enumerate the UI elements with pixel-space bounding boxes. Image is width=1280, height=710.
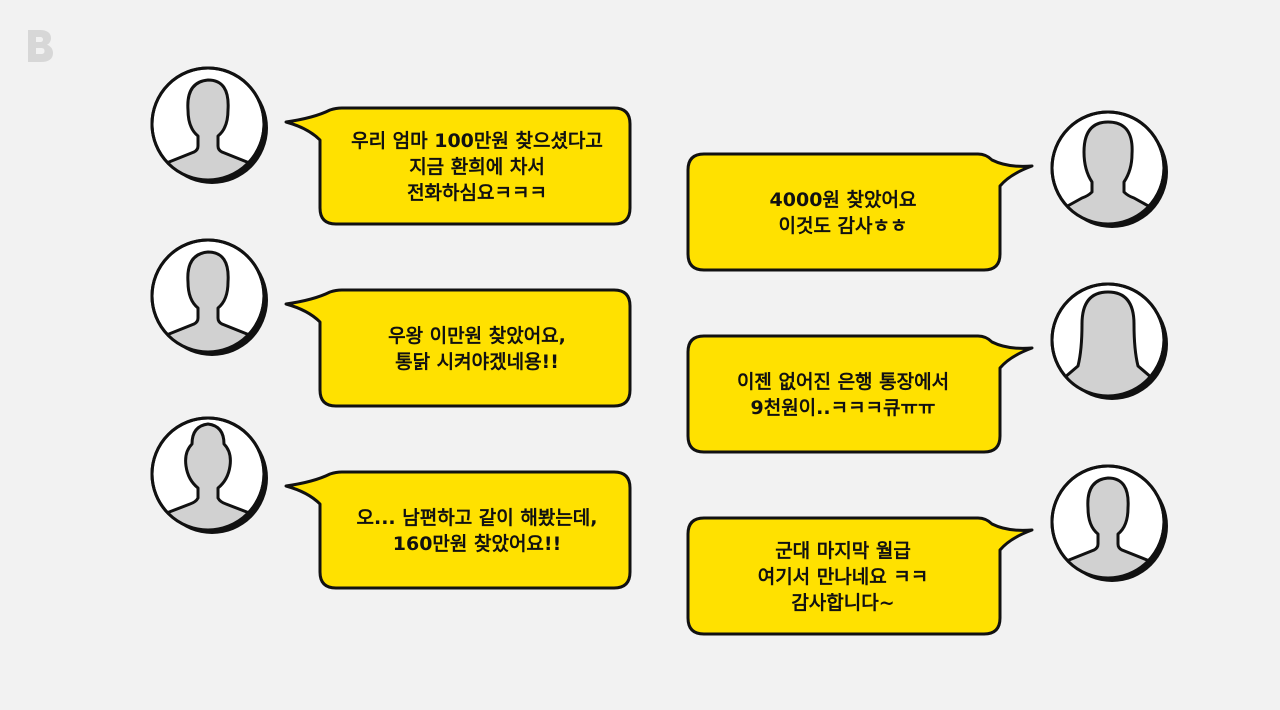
speech-bubble-shape	[284, 288, 632, 408]
message-line: 우왕 이만원 찾았어요,	[388, 325, 566, 347]
message-line: 이젠 없어진 은행 통장에서	[736, 371, 950, 393]
speech-bubble-shape	[284, 470, 632, 590]
message-text: 4000원 찾았어요 이것도 감사ㅎㅎ	[688, 164, 998, 262]
speech-bubble: 4000원 찾았어요 이것도 감사ㅎㅎ	[686, 152, 1034, 272]
message-line: 전화하심요ㅋㅋㅋ	[407, 182, 547, 204]
female-short-hair-avatar-icon	[1050, 108, 1170, 230]
speech-bubble: 군대 마지막 월급 여기서 만나네요 ㅋㅋ 감사합니다~	[686, 516, 1034, 636]
message-text: 우왕 이만원 찾았어요, 통닭 시켜야겠네용!!	[322, 300, 632, 398]
message-line: 군대 마지막 월급	[775, 540, 911, 562]
female-long-hair-avatar-icon	[1050, 280, 1170, 402]
message-line: 9천원이..ㅋㅋㅋ큐ㅠㅠ	[750, 397, 936, 419]
message-line: 감사합니다~	[791, 592, 895, 614]
message-text: 이젠 없어진 은행 통장에서 9천원이..ㅋㅋㅋ큐ㅠㅠ	[688, 346, 998, 444]
speech-bubble: 오... 남편하고 같이 해봤는데, 160만원 찾았어요!!	[284, 470, 632, 590]
male-short-hair-avatar-icon	[150, 236, 270, 358]
speech-bubble-shape	[686, 334, 1034, 454]
message-line: 우리 엄마 100만원 찾으셨다고	[351, 130, 603, 152]
message-line: 이것도 감사ㅎㅎ	[778, 215, 908, 237]
message-line: 지금 환희에 차서	[409, 156, 545, 178]
speech-bubble: 우리 엄마 100만원 찾으셨다고 지금 환희에 차서 전화하심요ㅋㅋㅋ	[284, 106, 632, 226]
speech-bubble: 우왕 이만원 찾았어요, 통닭 시켜야겠네용!!	[284, 288, 632, 408]
message-line: 160만원 찾았어요!!	[392, 533, 562, 555]
message-line: 여기서 만나네요 ㅋㅋ	[757, 566, 929, 588]
message-line: 오... 남편하고 같이 해봤는데,	[356, 507, 598, 529]
message-text: 오... 남편하고 같이 해봤는데, 160만원 찾았어요!!	[322, 482, 632, 580]
male-short-hair-avatar-icon	[150, 64, 270, 186]
female-bun-hair-avatar-icon	[150, 414, 270, 536]
speech-bubble-shape	[686, 516, 1034, 636]
brand-logo-icon	[26, 28, 56, 64]
message-text: 우리 엄마 100만원 찾으셨다고 지금 환희에 차서 전화하심요ㅋㅋㅋ	[322, 118, 632, 216]
message-line: 4000원 찾았어요	[769, 189, 917, 211]
speech-bubble: 이젠 없어진 은행 통장에서 9천원이..ㅋㅋㅋ큐ㅠㅠ	[686, 334, 1034, 454]
speech-bubble-shape	[686, 152, 1034, 272]
male-short-hair-avatar-icon	[1050, 462, 1170, 584]
speech-bubble-shape	[284, 106, 632, 226]
message-text: 군대 마지막 월급 여기서 만나네요 ㅋㅋ 감사합니다~	[688, 528, 998, 626]
message-line: 통닭 시켜야겠네용!!	[395, 351, 559, 373]
